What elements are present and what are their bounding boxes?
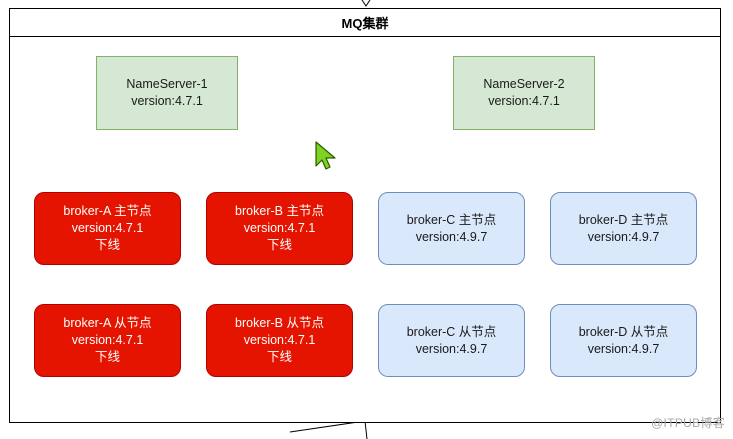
broker-a-slave-version: version:4.7.1 bbox=[71, 333, 144, 347]
broker-b-master-node[interactable]: broker-B 主节点 version:4.7.1 下线 bbox=[206, 192, 353, 265]
broker-c-slave-name: broker-C 从节点 bbox=[406, 324, 497, 339]
broker-b-slave-version: version:4.7.1 bbox=[243, 333, 316, 347]
broker-a-master-version: version:4.7.1 bbox=[71, 221, 144, 235]
nameserver-2-version: version:4.7.1 bbox=[488, 94, 560, 108]
broker-d-master-version: version:4.9.7 bbox=[587, 229, 660, 244]
watermark-text: @ITPUB博客 bbox=[651, 416, 725, 430]
broker-b-master-name: broker-B 主节点 bbox=[235, 204, 324, 218]
nameserver-1-version: version:4.7.1 bbox=[131, 94, 203, 108]
container-title: MQ集群 bbox=[341, 16, 389, 31]
container-header: MQ集群 bbox=[10, 9, 720, 37]
broker-c-master-version: version:4.9.7 bbox=[415, 229, 488, 244]
broker-a-slave-status: 下线 bbox=[94, 350, 120, 364]
broker-d-master-name: broker-D 主节点 bbox=[578, 212, 669, 227]
cursor-icon bbox=[315, 141, 336, 170]
top-artifact bbox=[361, 0, 371, 7]
broker-a-slave-name: broker-A 从节点 bbox=[63, 316, 152, 330]
broker-c-slave-version: version:4.9.7 bbox=[415, 341, 488, 356]
broker-a-master-node[interactable]: broker-A 主节点 version:4.7.1 下线 bbox=[34, 192, 181, 265]
broker-a-master-name: broker-A 主节点 bbox=[63, 204, 152, 218]
broker-a-slave-node[interactable]: broker-A 从节点 version:4.7.1 下线 bbox=[34, 304, 181, 377]
nameserver-1-name: NameServer-1 bbox=[126, 77, 208, 91]
broker-c-slave-node[interactable]: broker-C 从节点 version:4.9.7 bbox=[378, 304, 525, 377]
bottom-artifact bbox=[289, 420, 368, 439]
broker-b-master-status: 下线 bbox=[266, 238, 292, 252]
broker-d-master-node[interactable]: broker-D 主节点 version:4.9.7 bbox=[550, 192, 697, 265]
nameserver-1-node[interactable]: NameServer-1 version:4.7.1 bbox=[96, 56, 238, 130]
broker-b-slave-status: 下线 bbox=[266, 350, 292, 364]
nameserver-2-node[interactable]: NameServer-2 version:4.7.1 bbox=[453, 56, 595, 130]
broker-b-master-version: version:4.7.1 bbox=[243, 221, 316, 235]
broker-c-master-name: broker-C 主节点 bbox=[406, 212, 497, 227]
broker-d-slave-name: broker-D 从节点 bbox=[578, 324, 669, 339]
broker-d-slave-version: version:4.9.7 bbox=[587, 341, 660, 356]
broker-b-slave-node[interactable]: broker-B 从节点 version:4.7.1 下线 bbox=[206, 304, 353, 377]
broker-a-master-status: 下线 bbox=[94, 238, 120, 252]
broker-d-slave-node[interactable]: broker-D 从节点 version:4.9.7 bbox=[550, 304, 697, 377]
nameserver-2-name: NameServer-2 bbox=[483, 77, 565, 91]
broker-c-master-node[interactable]: broker-C 主节点 version:4.9.7 bbox=[378, 192, 525, 265]
broker-b-slave-name: broker-B 从节点 bbox=[235, 316, 324, 330]
